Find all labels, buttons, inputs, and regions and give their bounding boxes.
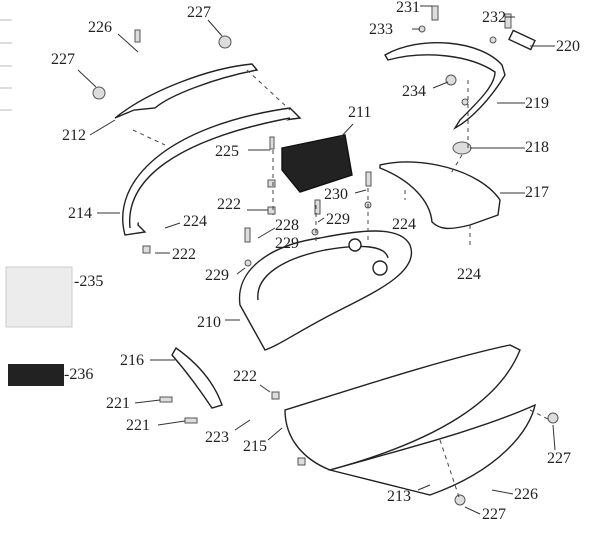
callout-221: 221: [106, 395, 130, 412]
callout-217: 217: [525, 184, 549, 201]
part-220: [508, 29, 536, 51]
callout-222: 222: [217, 196, 241, 213]
part-236-cap: [8, 364, 64, 386]
leader-lines: [77, 5, 556, 515]
callout-233: 233: [369, 21, 393, 38]
callout-211: 211: [348, 104, 372, 121]
callout-219: 219: [525, 95, 549, 112]
callout-227: 227: [187, 4, 211, 21]
part-216-side-cover: [171, 346, 223, 409]
callout-220: 220: [556, 38, 580, 55]
part-213-lower-cover: [327, 403, 536, 496]
callout-228: 228: [275, 217, 299, 234]
callout-224: 224: [183, 213, 207, 230]
callout-236: -236: [64, 366, 94, 383]
margin-ticks: [0, 19, 12, 111]
callout-216: 216: [120, 352, 144, 369]
callout-227: 227: [482, 506, 506, 523]
callout-215: 215: [243, 438, 267, 455]
callout-226: 226: [88, 19, 112, 36]
callout-221: 221: [126, 417, 150, 434]
part-235-sheet: [5, 266, 73, 328]
callout-226: 226: [514, 486, 538, 503]
callout-213: 213: [387, 488, 411, 505]
callout-231: 231: [396, 0, 420, 16]
callout-223: 223: [205, 429, 229, 446]
callout-230: 230: [324, 186, 348, 203]
part-211-panel: [281, 134, 353, 193]
callout-210: 210: [197, 314, 221, 331]
part-215-floor-panel: [284, 344, 521, 471]
callout-229: 229: [205, 267, 229, 284]
callout-229: 229: [275, 235, 299, 252]
callout-235: -235: [74, 273, 104, 290]
callout-234: 234: [402, 83, 426, 100]
callout-224: 224: [457, 266, 481, 283]
part-212-trim: [114, 63, 259, 119]
part-219-grab-rail: [384, 41, 506, 130]
callout-218: 218: [525, 139, 549, 156]
callout-222: 222: [233, 368, 257, 385]
callout-224: 224: [392, 216, 416, 233]
callout-222: 222: [172, 246, 196, 263]
callout-227: 227: [51, 51, 75, 68]
callout-212: 212: [62, 127, 86, 144]
part-217-rear-cover: [379, 161, 501, 230]
callout-214: 214: [68, 205, 92, 222]
callout-225: 225: [215, 143, 239, 160]
callout-227: 227: [547, 450, 571, 467]
callout-232: 232: [482, 9, 506, 26]
fasteners: [92, 5, 559, 506]
callout-229: 229: [326, 211, 350, 228]
